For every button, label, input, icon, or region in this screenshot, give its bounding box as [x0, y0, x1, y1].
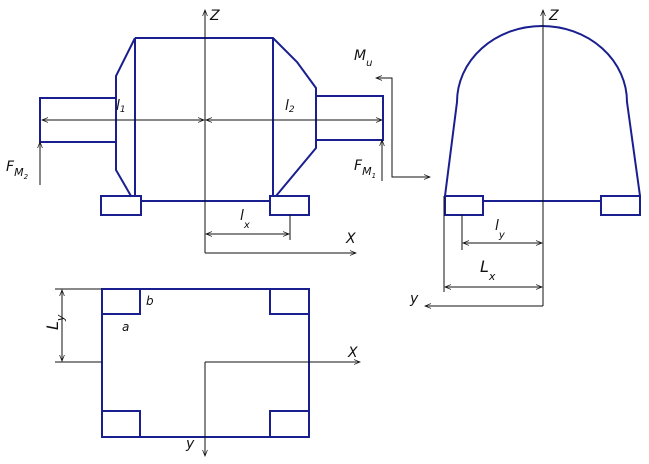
- front-z-label: Z: [209, 8, 220, 24]
- side-y-label: y: [409, 291, 419, 307]
- side-view: Z y ly Lx: [409, 8, 641, 309]
- side-foot-right: [600, 195, 641, 216]
- lx-big-label: Lx: [480, 257, 496, 283]
- ly-label: ly: [495, 218, 506, 241]
- label-a: a: [122, 320, 129, 334]
- l1-label: l1: [116, 98, 126, 115]
- plan-foot-top-left: [101, 288, 141, 315]
- side-z-label: Z: [548, 8, 559, 24]
- motor-body: [115, 37, 317, 202]
- label-b: b: [146, 294, 154, 308]
- front-foot-right: [269, 195, 310, 216]
- mu-label: Mu: [354, 48, 372, 69]
- fm2-label: FM2: [6, 159, 29, 181]
- right-shaft: [316, 95, 384, 141]
- side-body: [444, 25, 641, 202]
- ly-big-label: Ly: [43, 314, 67, 330]
- side-foot-left: [444, 195, 484, 216]
- front-foot-left: [100, 195, 142, 216]
- plan-x-label: X: [347, 345, 358, 361]
- lx-label: lx: [240, 208, 250, 231]
- front-x-label: X: [345, 231, 356, 247]
- l2-label: l2: [285, 98, 295, 115]
- plan-y-label: y: [185, 436, 195, 452]
- plan-foot-bottom-right: [269, 410, 310, 438]
- mu-moment-arrow: [375, 75, 431, 180]
- plan-view: a b X y Ly: [43, 288, 361, 457]
- plan-foot-bottom-left: [101, 410, 141, 438]
- left-shaft: [39, 97, 116, 143]
- plan-foot-top-right: [269, 288, 310, 315]
- fm1-label: FM1: [354, 158, 376, 180]
- front-view: Z X l1 l2 lx FM2 FM1 Mu: [6, 8, 431, 256]
